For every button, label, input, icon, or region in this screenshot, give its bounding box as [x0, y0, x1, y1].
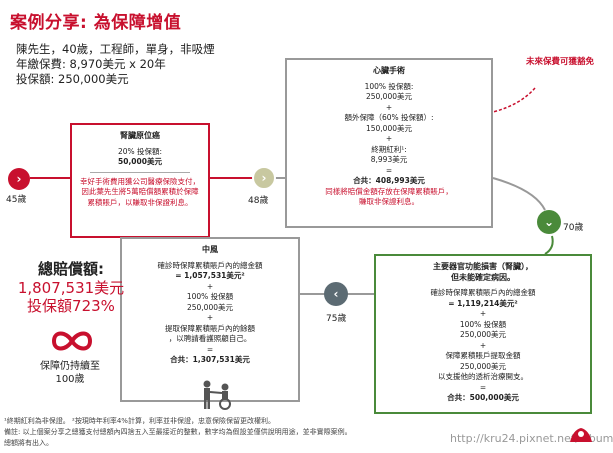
- coverage-label-line: 100歲: [55, 374, 85, 385]
- organ-line: 100% 投保額: [459, 319, 507, 329]
- kidney-line: 50,000美元: [118, 157, 162, 166]
- heart-line: 終期紅利¹:: [371, 144, 407, 154]
- age-75-label: 75歲: [326, 314, 347, 324]
- coverage-until-100: 保障仍持續至 100歲: [20, 360, 120, 386]
- heart-line: 8,993美元: [370, 155, 408, 164]
- stroke-total: 合共：1,307,531美元: [170, 355, 250, 364]
- client-profile: 陳先生，40歲，工程師，單身，非吸煙 年繳保費: 8,970美元 x 20年 投…: [16, 42, 215, 87]
- heart-plus: +: [385, 102, 393, 112]
- stroke-eq: =: [206, 344, 214, 354]
- kidney-note: 幸好手術費用獲公司醫療保險支付，: [80, 176, 200, 186]
- heart-header: 心臟手術: [373, 66, 405, 75]
- heart-line: 250,000美元: [365, 92, 412, 101]
- heart-plus: +: [385, 134, 393, 143]
- age-75-arrow-icon: ‹: [324, 282, 348, 306]
- kidney-note: 累積賬戶，以賺取非保證利息。: [87, 197, 193, 207]
- generali-lion-logo: [570, 428, 592, 442]
- organ-line: 250,000美元: [459, 330, 506, 339]
- age-70-label: 70歲: [563, 223, 584, 233]
- stroke-line: = 1,057,531美元²: [175, 271, 245, 280]
- total-ratio: 投保額723%: [27, 297, 115, 315]
- heart-line: 額外保障（60% 投保額）:: [344, 113, 434, 122]
- organ-line: 保障累積賬戶提取金額: [445, 351, 521, 360]
- footnote-line: 總額將有出入。: [4, 439, 53, 447]
- stroke-plus: +: [206, 281, 214, 291]
- profile-line-2: 年繳保費: 8,970美元 x 20年: [16, 57, 166, 71]
- stroke-line: ，以聘請看護照顧自己。: [168, 334, 252, 343]
- divider: [90, 171, 190, 173]
- age-70-arrow-icon: ⌄: [537, 210, 561, 234]
- premium-waiver-note: 未來保費可獲豁免: [525, 57, 594, 67]
- infinity-icon: [51, 331, 93, 351]
- heart-note: 同樣將賠償金額存放在保障累積賬戶，: [325, 186, 453, 196]
- organ-damage-box: 主要器官功能損害（腎臟）， 但未能確定病因。 確診時保障累積賬戶內的總金額 = …: [374, 254, 592, 414]
- stroke-line: 100% 投保額: [186, 292, 234, 301]
- age-45-label: 45歲: [6, 195, 27, 205]
- organ-plus: +: [479, 309, 487, 318]
- age-48-label: 48歲: [248, 196, 269, 206]
- coverage-label-line: 保障仍持續至: [40, 361, 100, 372]
- organ-header: 主要器官功能損害（腎臟），: [433, 262, 533, 271]
- footnotes: ¹終期紅利為非保證。 ²按現時年利率4%計算，利率並非保證，忠意保險保留更改權利…: [4, 416, 564, 449]
- organ-header: 但未能確定病因。: [451, 272, 515, 282]
- organ-line: 確診時保障累積賬戶內的總金額: [430, 288, 536, 297]
- organ-total: 合共：500,000美元: [447, 393, 519, 402]
- kidney-cancer-box: 腎臟原位癌 20% 投保額: 50,000美元 幸好手術費用獲公司醫療保險支付，…: [70, 123, 210, 238]
- caregiver-wheelchair-icon: [203, 380, 231, 410]
- footnote-line: 備註: 以上個案分享之總獲支付總額內四捨五入至最接近的整數，數字均為假設並僅供說…: [4, 428, 352, 436]
- heart-total: 合共：408,993美元: [353, 176, 425, 185]
- heart-line: 100% 投保額:: [364, 81, 414, 91]
- total-label: 總賠償額:: [38, 260, 104, 278]
- stroke-line: 提取保障累積賬戶內的餘額: [165, 323, 255, 333]
- stroke-line: 確診時保障累積賬戶內的總金額: [157, 260, 263, 270]
- organ-line: 250,000美元: [459, 361, 506, 371]
- kidney-header: 腎臟原位癌: [120, 131, 160, 140]
- total-compensation: 總賠償額: 1,807,531美元 投保額723%: [16, 258, 126, 315]
- profile-line-1: 陳先生，40歲，工程師，單身，非吸煙: [16, 42, 215, 56]
- heart-eq: =: [385, 165, 393, 175]
- profile-line-3: 投保額: 250,000美元: [16, 72, 129, 86]
- stroke-header: 中風: [202, 245, 218, 254]
- kidney-note: 因此葉先生將5萬賠償額累積於保障: [81, 187, 199, 196]
- age-48-arrow-icon: ›: [252, 166, 276, 190]
- organ-plus: +: [479, 340, 487, 350]
- organ-line: 以支援他的透析治療開支。: [438, 372, 528, 381]
- footnote-line: ¹終期紅利為非保證。 ²按現時年利率4%計算，利率並非保證，忠意保險保留更改權利…: [4, 417, 275, 425]
- kidney-line: 20% 投保額:: [117, 146, 163, 156]
- age-45-arrow-icon: ›: [8, 168, 30, 190]
- flow-connectors: [30, 87, 554, 295]
- heart-surgery-box: 心臟手術 100% 投保額: 250,000美元 + 額外保障（60% 投保額）…: [285, 58, 493, 228]
- stroke-plus: +: [206, 313, 214, 322]
- heart-line: 150,000美元: [365, 123, 412, 133]
- page-title: 案例分享: 為保障增值: [10, 13, 182, 33]
- organ-eq: =: [479, 382, 487, 392]
- stroke-line: 250,000美元: [186, 302, 233, 312]
- stroke-box: 中風 確診時保障累積賬戶內的總金額 = 1,057,531美元² + 100% …: [120, 237, 300, 402]
- heart-note: 賺取非保證利息。: [359, 197, 419, 206]
- total-amount: 1,807,531美元: [17, 279, 125, 297]
- organ-line: = 1,119,214美元²: [448, 298, 518, 308]
